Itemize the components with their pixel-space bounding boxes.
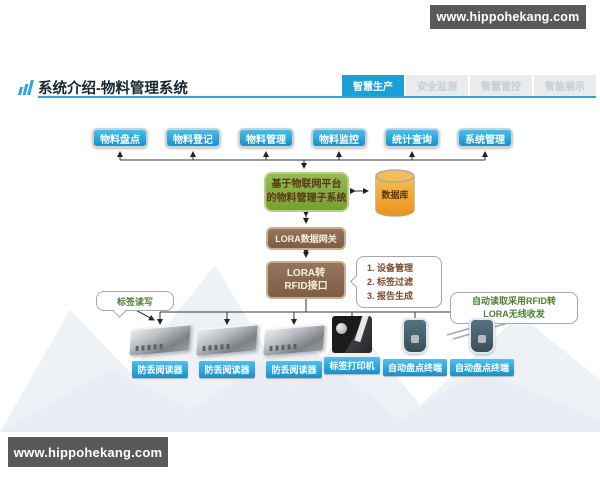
- printer-roll: [336, 323, 347, 334]
- module-button-management[interactable]: 物料管理: [238, 128, 294, 148]
- terminal-key: [411, 335, 419, 343]
- function-item-1: 1. 设备管理: [367, 263, 414, 273]
- page-title: 系统介绍-物料管理系统: [38, 81, 188, 97]
- watermark-url-bottom: www.hippohekang.com: [8, 437, 168, 467]
- device-label: 自动盘点终端: [382, 359, 447, 376]
- tag-readwrite-callout: 标签读写: [96, 291, 174, 318]
- device-anti-loss-reader-2: 防丢阅读器: [186, 316, 268, 378]
- tag-readwrite-label: 标签读写: [116, 296, 153, 307]
- tab-smart-display[interactable]: 智能展示: [534, 75, 596, 96]
- function-item-3: 3. 报告生成: [367, 291, 414, 301]
- terminal-key: [478, 335, 486, 343]
- platform-line2: 的物料管理子系统: [266, 193, 347, 204]
- database-label: 数据库: [381, 190, 409, 200]
- function-item-2: 2. 标签过滤: [367, 277, 414, 287]
- tab-safety-monitoring[interactable]: 安全监测: [406, 75, 468, 96]
- functions-callout: 1. 设备管理 2. 标签过滤 3. 报告生成: [349, 256, 442, 308]
- lora-rfid-interface-box: LORA转 RFID接口: [266, 261, 346, 299]
- tab-smart-production[interactable]: 智慧生产: [342, 75, 404, 96]
- module-button-system[interactable]: 系统管理: [457, 128, 513, 148]
- lora-gateway-box: LORA数据网关: [266, 227, 346, 250]
- auto-read-line2: LORA无线收发: [483, 309, 545, 319]
- title-marker-icon: [18, 80, 34, 95]
- watermark-url-top: www.hippohekang.com: [430, 5, 586, 29]
- device-anti-loss-reader-1: 防丢阅读器: [119, 316, 201, 378]
- module-button-statistics[interactable]: 统计查询: [384, 128, 440, 148]
- auto-read-line1: 自动读取采用RFID转: [472, 296, 556, 307]
- label-printer-image: [332, 316, 372, 353]
- device-label: 自动盘点终端: [449, 359, 514, 376]
- interface-line1: LORA转: [286, 267, 326, 279]
- device-label: 防丢阅读器: [132, 361, 188, 378]
- device-auto-inventory-terminal-1: 自动盘点终端: [374, 316, 456, 376]
- interface-line2: RFID接口: [284, 281, 328, 292]
- platform-box: 基于物联网平台 的物料管理子系统: [264, 172, 349, 212]
- rfid-reader-image: [196, 323, 258, 356]
- tab-smart-control[interactable]: 智慧管控: [470, 75, 532, 96]
- device-auto-inventory-terminal-2: 自动盘点终端: [441, 316, 523, 376]
- module-button-registration[interactable]: 物料登记: [165, 128, 221, 148]
- module-button-monitoring[interactable]: 物料监控: [311, 128, 367, 148]
- callout-tail: [349, 275, 363, 288]
- module-button-inventory-check[interactable]: 物料盘点: [92, 128, 148, 148]
- device-label: 防丢阅读器: [266, 361, 322, 378]
- handheld-terminal-image: [469, 318, 495, 354]
- device-label-printer: 标签打印机: [311, 316, 393, 374]
- database-cylinder: 数据库: [374, 169, 416, 217]
- rfid-reader-image: [129, 323, 191, 356]
- handheld-terminal-image: [402, 318, 428, 354]
- header-underline: [38, 96, 596, 98]
- printer-stripe: [354, 316, 370, 343]
- platform-line1: 基于物联网平台: [271, 179, 342, 190]
- device-anti-loss-reader-3: 防丢阅读器: [253, 316, 335, 378]
- device-label: 标签打印机: [324, 357, 380, 374]
- device-label: 防丢阅读器: [199, 361, 255, 378]
